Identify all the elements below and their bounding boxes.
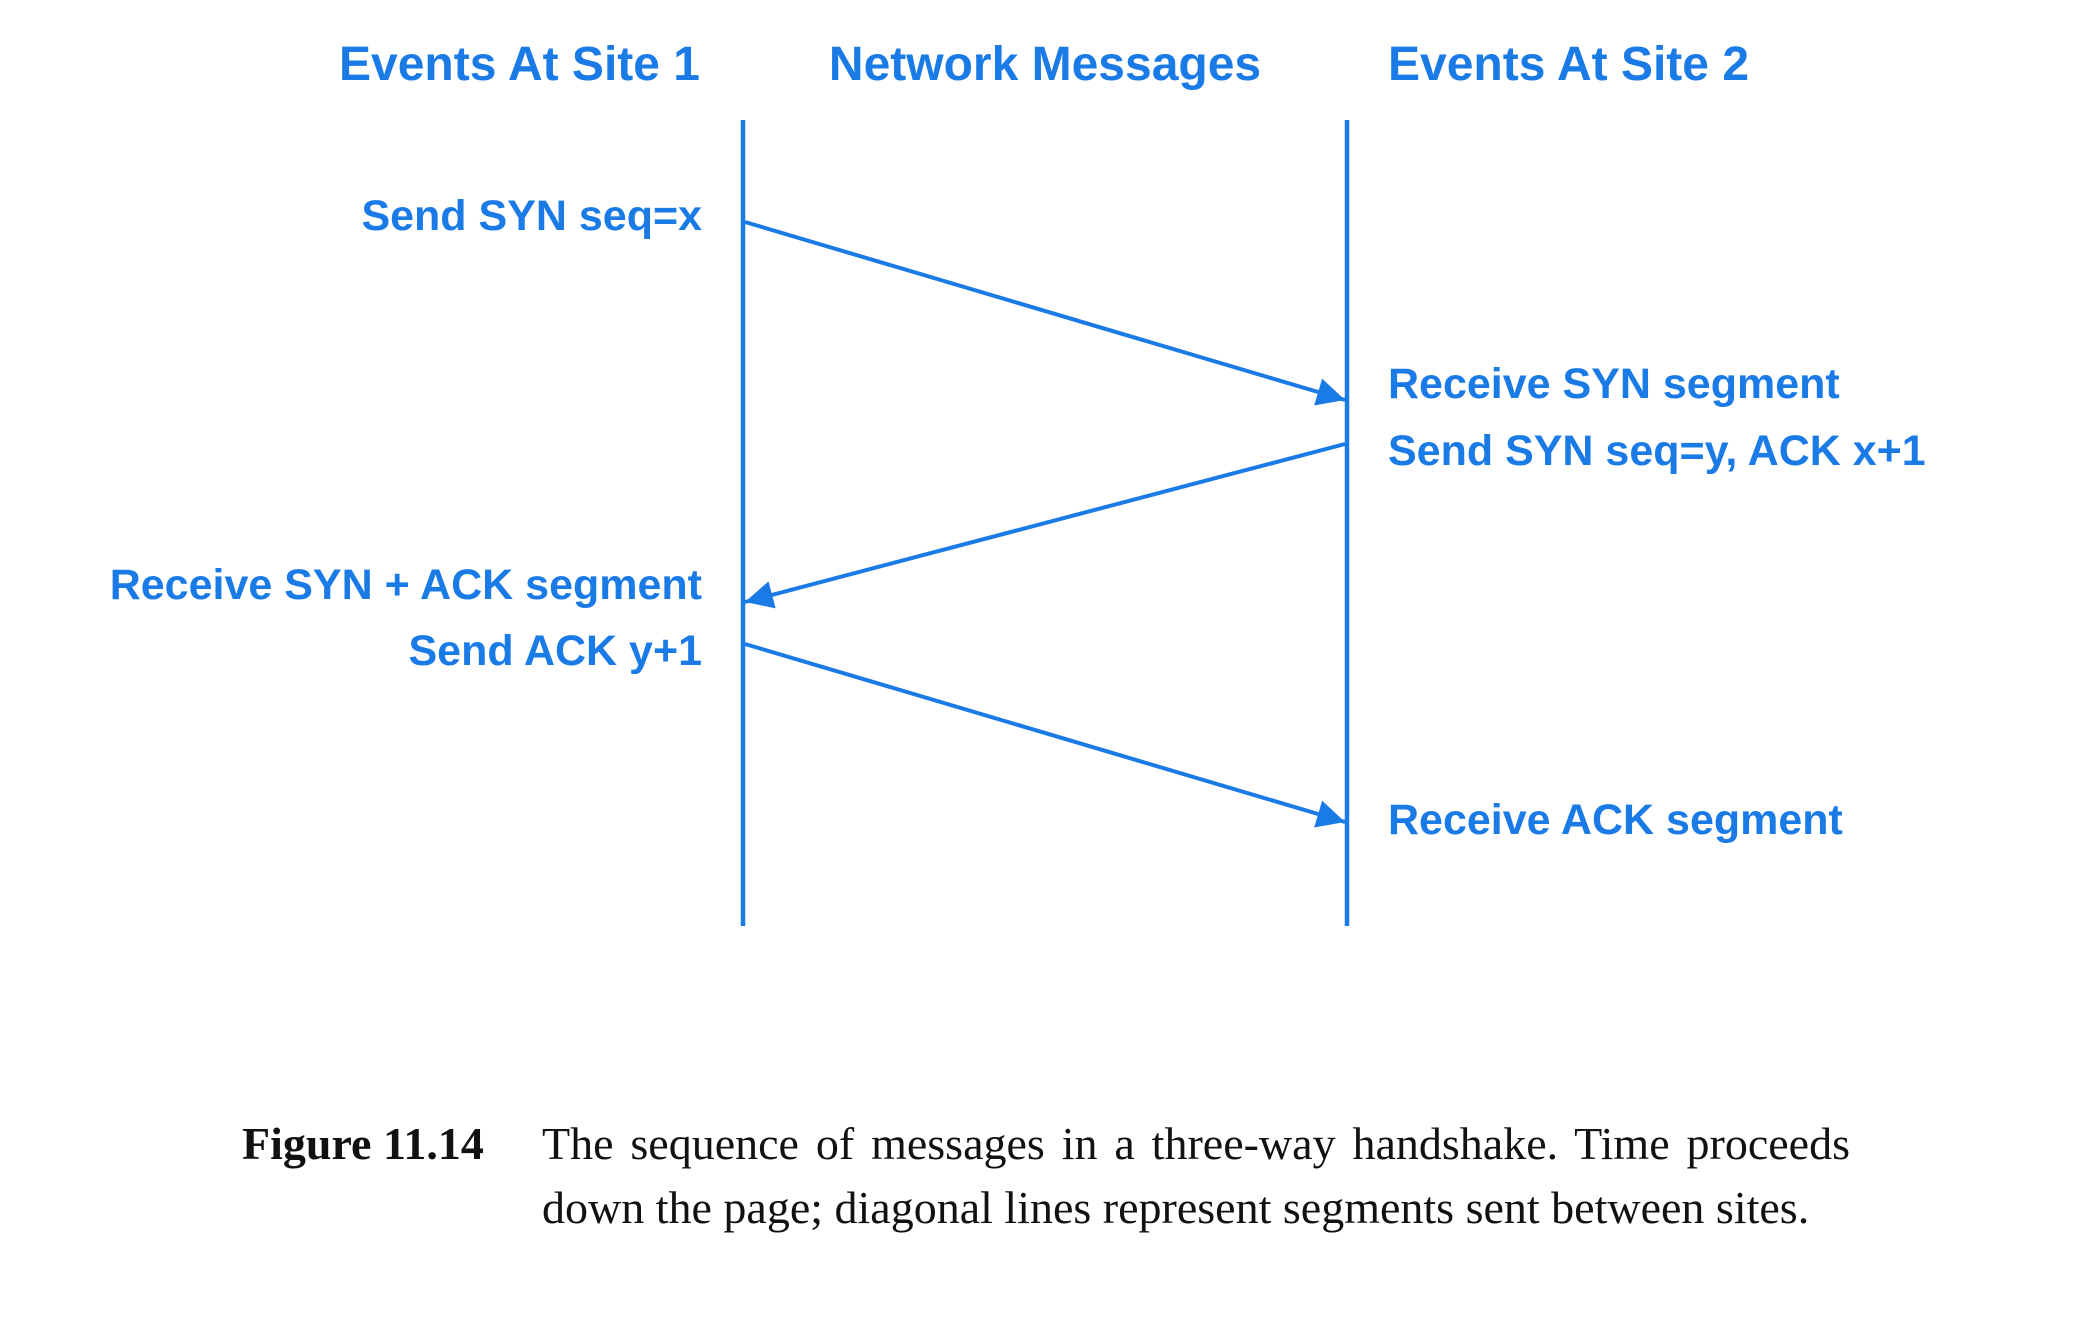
syn-ack-message-arrow xyxy=(744,442,1346,609)
header-site2: Events At Site 2 xyxy=(1388,38,1749,91)
ack-message-arrow xyxy=(744,642,1346,828)
header-network-messages: Network Messages xyxy=(829,38,1261,91)
figure-caption: Figure 11.14 The sequence of messages in… xyxy=(242,1112,1850,1240)
event-receive-syn: Receive SYN segment xyxy=(1388,360,1840,408)
event-send-ack: Send ACK y+1 xyxy=(408,627,702,675)
event-receive-ack: Receive ACK segment xyxy=(1388,796,1843,844)
event-receive-syn-ack: Receive SYN + ACK segment xyxy=(110,561,702,609)
syn-message-arrow xyxy=(744,220,1346,406)
header-site1: Events At Site 1 xyxy=(339,38,700,91)
figure-number: Figure 11.14 xyxy=(242,1118,484,1169)
figure-caption-text: The sequence of messages in a three-way … xyxy=(542,1118,1850,1233)
event-send-syn: Send SYN seq=x xyxy=(361,192,702,240)
event-send-syn-ack: Send SYN seq=y, ACK x+1 xyxy=(1388,427,1926,475)
